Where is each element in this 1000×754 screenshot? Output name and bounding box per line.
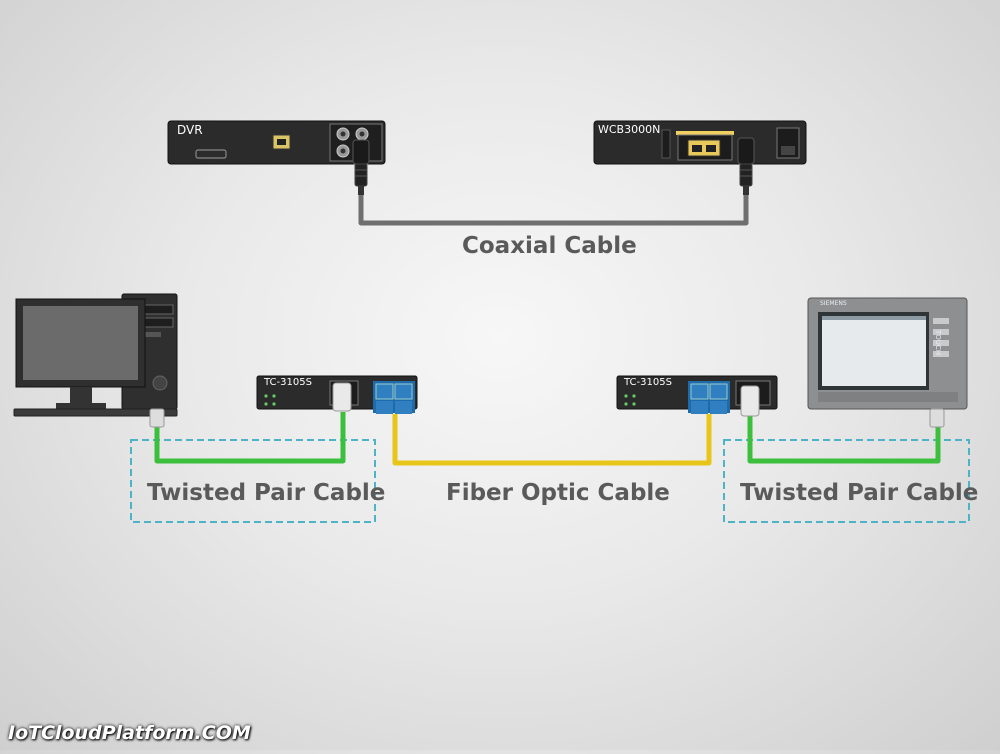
coaxial-cable-label: Coaxial Cable [462,233,637,259]
converter-left [256,375,418,414]
twisted-pair-box-right [723,439,970,523]
fiber-optic-cable-label: Fiber Optic Cable [446,480,670,506]
hmi-panel [807,297,968,428]
hmi-touch-label: TOUCH [934,330,942,356]
converter-left-label: TC-3105S [264,377,312,388]
fiber-optic-cable [392,414,712,466]
converter-right-label: TC-3105S [624,377,672,388]
hmi-brand-label: SIEMENS [820,300,847,307]
wcb3000n-label: WCB3000N [598,123,661,136]
twisted-pair-box-left [130,439,376,523]
coaxial-cable [358,195,749,226]
converter-right [616,375,778,417]
wcb-coax-connector [737,137,755,195]
twisted-pair-label-right: Twisted Pair Cable [740,480,979,506]
twisted-pair-label-left: Twisted Pair Cable [147,480,386,506]
twisted-pair-cable-left [154,412,346,464]
watermark: IoTCloudPlatform.COM [8,722,251,744]
twisted-pair-cable-right [747,416,941,464]
computer [13,293,178,428]
dvr-coax-connector [352,139,370,195]
dvr-device [167,120,386,165]
dvr-label: DVR [177,123,203,137]
